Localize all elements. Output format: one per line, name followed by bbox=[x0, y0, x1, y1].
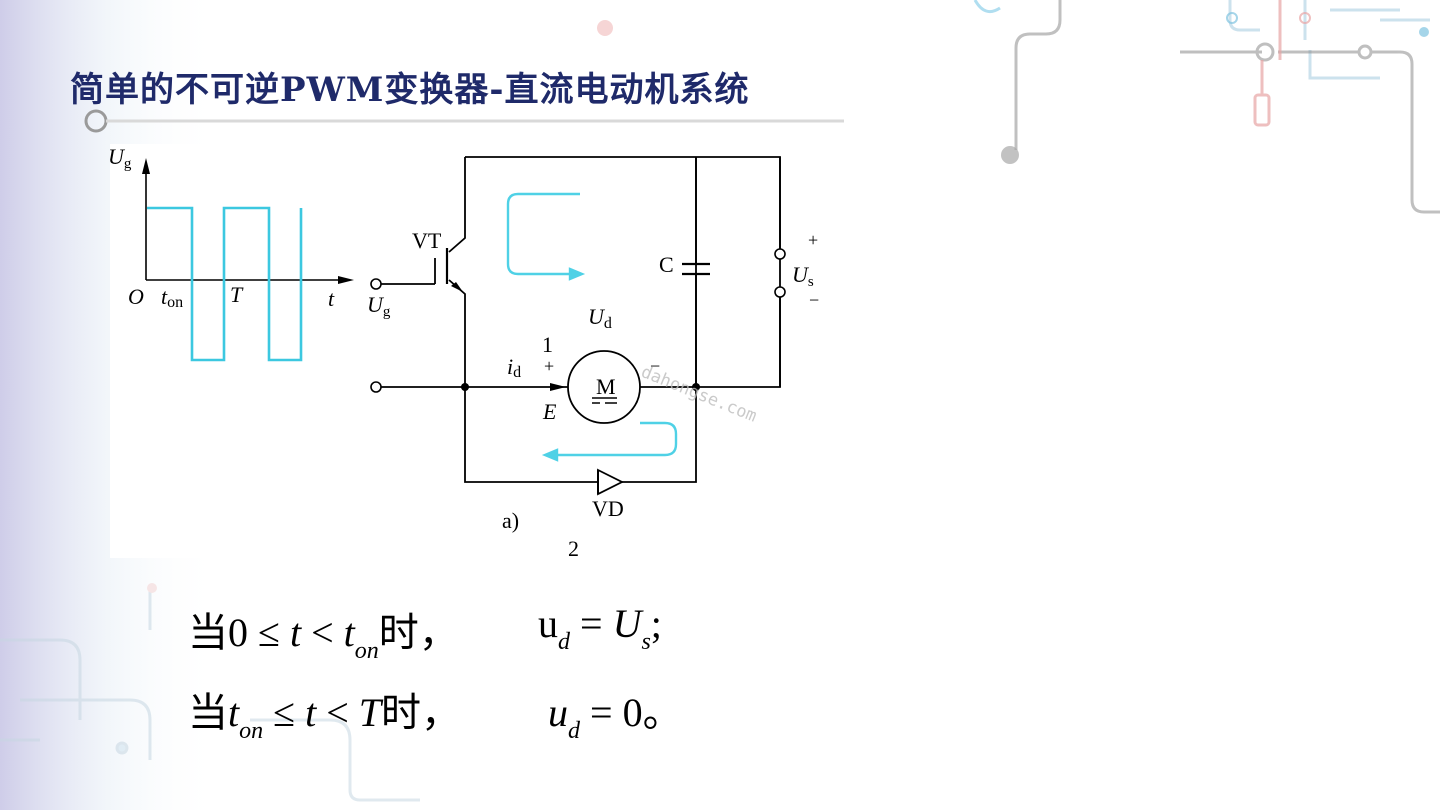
eq1-t: t bbox=[289, 610, 302, 655]
svg-text:ton: ton bbox=[161, 284, 183, 311]
ton-sub: on bbox=[167, 294, 183, 311]
x-axis-arrow bbox=[338, 276, 354, 284]
ud-label: U bbox=[588, 304, 606, 329]
eq1-end: ; bbox=[650, 601, 662, 646]
watermark: dahongse.com bbox=[638, 362, 759, 427]
ug-label: U bbox=[367, 292, 385, 317]
eq1-rhs: U bbox=[612, 601, 642, 646]
ton-label: t bbox=[161, 284, 168, 309]
current-flow-arrows bbox=[506, 192, 678, 462]
capacitor-label: C bbox=[659, 252, 674, 277]
circuit-diagram: Ug O ton T t bbox=[110, 144, 819, 558]
svg-text:Ud: Ud bbox=[588, 304, 612, 332]
eq1-t2: t bbox=[343, 610, 355, 655]
result-line-1: ud = Us; bbox=[538, 600, 662, 655]
eq2-t: t bbox=[228, 690, 240, 735]
eq2-t2: t bbox=[305, 690, 317, 735]
eq2-lhs: u bbox=[548, 690, 568, 735]
eq2-prefix: 当 bbox=[188, 690, 228, 735]
circuit-figure: Ug O ton T t bbox=[110, 144, 822, 558]
eq1-when: 时， bbox=[378, 610, 459, 655]
motor-plus-label: + bbox=[544, 356, 554, 376]
eq1-lhs-sub: d bbox=[558, 629, 570, 655]
eq2-rhs: 0。 bbox=[622, 690, 683, 735]
transistor-emitter-arrow bbox=[451, 282, 463, 292]
ug-sub: g bbox=[383, 304, 391, 320]
pwm-waveform bbox=[147, 206, 303, 362]
eq1-sub: on bbox=[354, 638, 379, 664]
eq1-lhs: u bbox=[538, 601, 558, 646]
y-axis-sub: g bbox=[124, 156, 132, 172]
us-plus-label: + bbox=[808, 230, 818, 250]
capacitor bbox=[682, 157, 710, 387]
eq2-when: 时， bbox=[381, 690, 462, 735]
motor-label: M bbox=[596, 374, 616, 399]
junction-left bbox=[461, 383, 469, 391]
figure-label: a) bbox=[502, 508, 519, 533]
period-label: T bbox=[230, 282, 244, 307]
eq2-le: ≤ bbox=[263, 690, 306, 735]
eq1-rhs-sub: s bbox=[641, 629, 651, 655]
vt-label: VT bbox=[412, 228, 442, 253]
eq2-lt: < bbox=[316, 690, 359, 735]
eq2-eq: = bbox=[580, 690, 623, 735]
svg-text:id: id bbox=[507, 354, 521, 381]
waveform-plot: Ug O ton T t bbox=[110, 144, 354, 362]
eq1-lt: < bbox=[301, 610, 344, 655]
id-label: i bbox=[507, 354, 513, 379]
emf-label: E bbox=[542, 399, 557, 424]
ud-sub: d bbox=[604, 315, 612, 332]
slide-title: 简单的不可逆PWM变换器-直流电动机系统 bbox=[70, 70, 750, 110]
result-line-2: ud = 0。 bbox=[548, 680, 683, 744]
origin-label: O bbox=[128, 284, 144, 309]
eq1-eq: = bbox=[570, 601, 613, 646]
us-sub: s bbox=[808, 274, 814, 290]
us-minus-label: − bbox=[809, 290, 819, 310]
supply-terminals bbox=[774, 157, 786, 387]
us-label: U bbox=[792, 262, 810, 287]
node1-label: 1 bbox=[542, 332, 553, 357]
condition-line-2: 当ton ≤ t < T时， bbox=[188, 680, 462, 744]
current-arrow bbox=[550, 383, 566, 391]
id-sub: d bbox=[513, 364, 521, 381]
eq2-sub: on bbox=[239, 718, 264, 744]
eq2-T: T bbox=[358, 690, 382, 735]
motor: M bbox=[567, 350, 641, 424]
svg-text:Ug: Ug bbox=[110, 144, 132, 172]
y-axis-label: U bbox=[110, 144, 126, 169]
time-label: t bbox=[328, 286, 335, 311]
condition-line-1: 当0 ≤ t < ton时， bbox=[188, 600, 459, 664]
svg-text:Ug: Ug bbox=[367, 292, 391, 320]
diode bbox=[597, 468, 625, 496]
svg-text:Us: Us bbox=[792, 262, 814, 290]
input-terminal bbox=[370, 381, 382, 393]
y-axis-arrow bbox=[142, 158, 150, 174]
eq1-cond: 0 ≤ bbox=[228, 610, 290, 655]
vd-label: VD bbox=[592, 496, 624, 521]
title-underline bbox=[84, 109, 844, 133]
circuit-wiring bbox=[381, 156, 781, 483]
node2-label: 2 bbox=[568, 536, 579, 558]
eq1-prefix: 当 bbox=[188, 610, 228, 655]
eq2-lhs-sub: d bbox=[568, 718, 580, 744]
motor-minus-label: − bbox=[650, 356, 660, 376]
ug-terminal bbox=[370, 278, 382, 290]
